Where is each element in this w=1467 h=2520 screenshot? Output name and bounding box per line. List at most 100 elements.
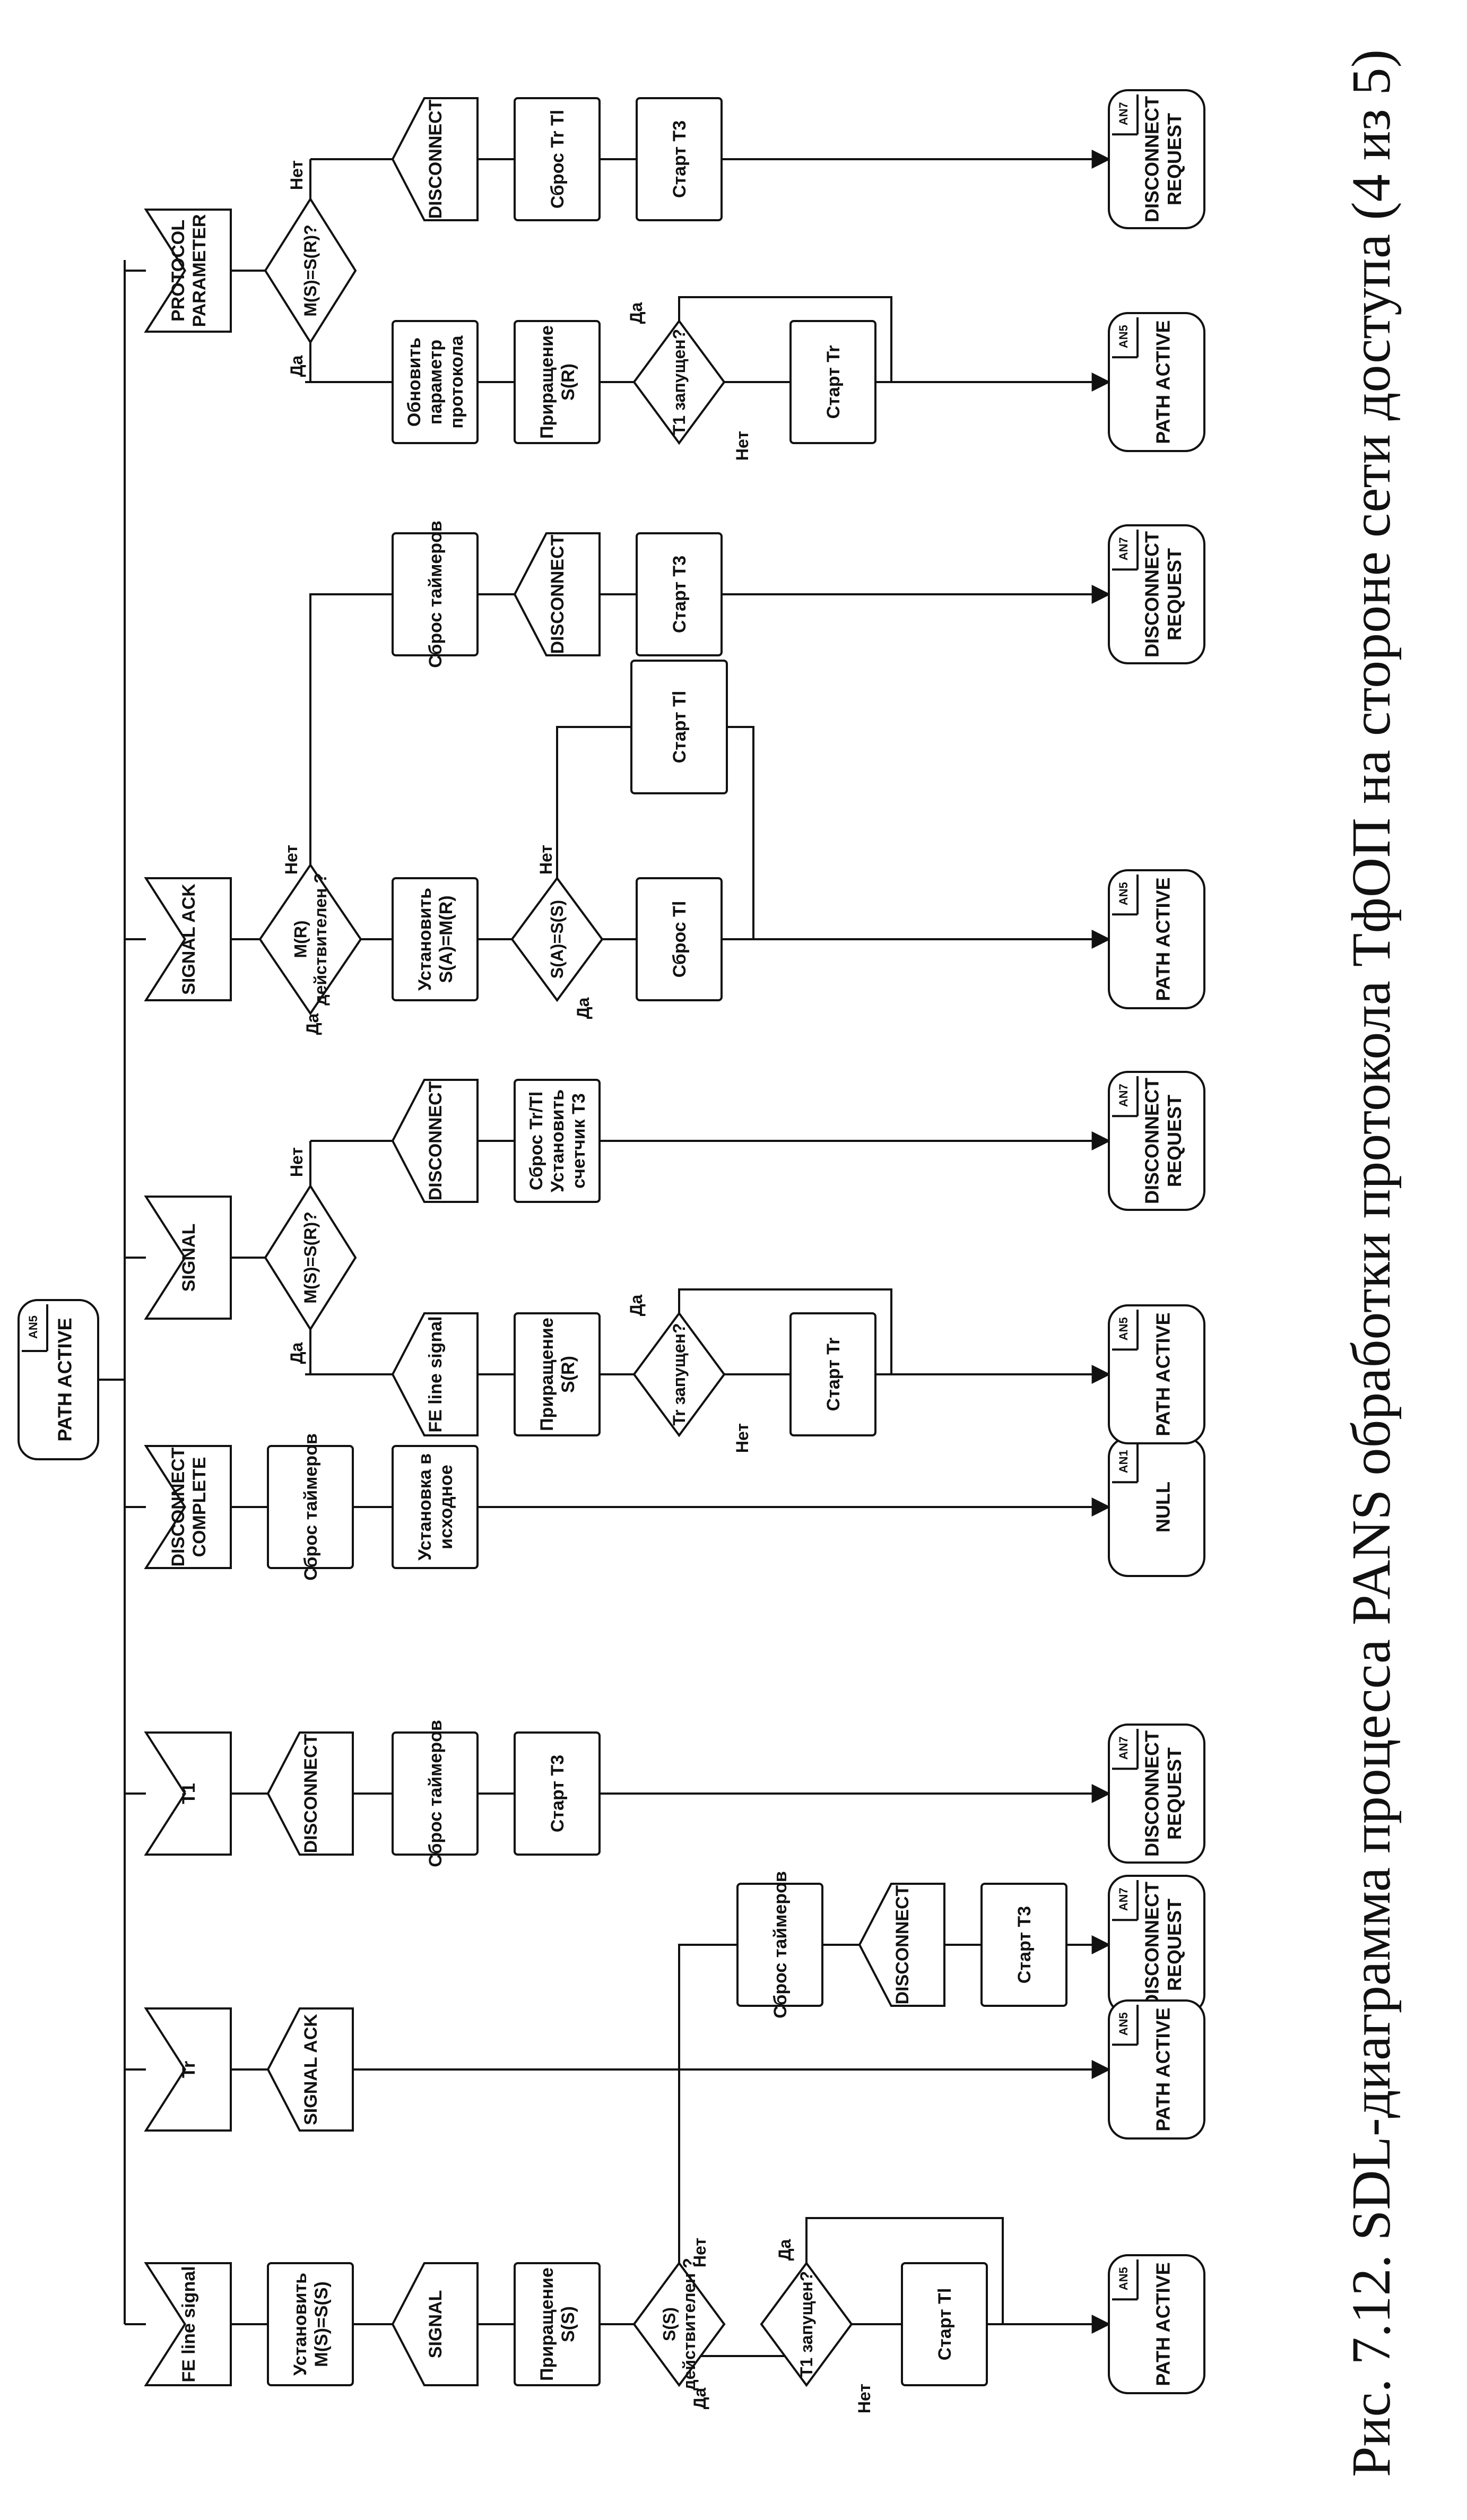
b7-no-step1-label: Сброс Tr Tl	[548, 110, 568, 209]
b7-no-step2-label: Старт Т3	[670, 120, 690, 198]
b1-set-ms-label: УстановитьM(S)=S(S)	[290, 2273, 332, 2376]
b6-disconnect: DISCONNECT	[513, 532, 601, 656]
b6-dec2-no: Нет	[536, 845, 555, 874]
b5-yes-step0: FE line signal	[391, 1312, 479, 1436]
start-state-label: PATH ACTIVE	[54, 1318, 76, 1441]
b1-inc-ss-label: ПриращениеS(S)	[537, 2267, 578, 2381]
b6-input: SIGNAL ACK	[144, 877, 232, 1001]
b1-dec1-no: Нет	[690, 2238, 709, 2267]
b6-reset-tl: Сброс Тl	[636, 877, 723, 1001]
b1-dec2-no: Нет	[855, 2384, 874, 2413]
b6-end-path-label: PATH ACTIVE	[1152, 877, 1174, 1001]
b7-dec2-step: Старт Tr	[789, 320, 876, 444]
figure-caption: Рис. 7.12. SDL-диаграмма процесса PANS о…	[1316, 49, 1427, 2476]
b6-reset-tl-label: Сброс Тl	[670, 901, 690, 978]
b6-end-disconnect: AN7 DISCONNECTREQUEST	[1108, 524, 1205, 664]
b7-end-yes-code: AN5	[1117, 325, 1130, 348]
b5-input: SIGNAL	[144, 1196, 232, 1320]
b1-dec1-yes: Да	[690, 2388, 709, 2410]
b7-dec2-yes: Да	[627, 302, 646, 324]
b5-dec2-no: Нет	[733, 1423, 752, 1453]
b5-no-step0: DISCONNECT	[391, 1079, 479, 1203]
b7-dec2-label: Т1 запущен?	[670, 329, 689, 435]
b6-end-disconnect-label: DISCONNECTREQUEST	[1141, 531, 1185, 657]
b1-dec-valid: S(S)действителен ?	[632, 2258, 726, 2391]
b6-end-disconnect-code: AN7	[1117, 537, 1130, 560]
b7-end-no-code: AN7	[1117, 102, 1130, 125]
b6-reset-timers-label: Сброс таймеров	[426, 521, 446, 668]
b7-yes-step0-label: Обновитьпараметрпротокола	[404, 335, 467, 428]
b7-dec1-no: Нет	[287, 160, 306, 190]
b6-dec1: M(R)действителен ?	[258, 863, 362, 1016]
b6-set-sa-label: УстановитьS(A)=M(R)	[415, 888, 456, 991]
b7-yes-step1-label: ПриращениеS(R)	[537, 325, 578, 439]
b1-signal: SIGNAL	[391, 2262, 479, 2386]
b6-end-path-code: AN5	[1117, 882, 1130, 905]
b2-input-label: Tr	[179, 2061, 199, 2078]
b1-dec2-yes: Да	[775, 2239, 794, 2261]
b4-set-initial-label: Установка висходное	[415, 1453, 456, 1561]
b6-dec1-label: M(R)действителен ?	[291, 873, 330, 1006]
b5-input-label: SIGNAL	[179, 1224, 199, 1292]
b6-dec2: S(A)=S(S)	[510, 876, 604, 1002]
connector-lines	[98, 150, 1111, 2385]
b7-no-step2: Старт Т3	[636, 97, 723, 221]
b7-no-step1: Сброс Tr Tl	[514, 97, 601, 221]
b5-yes-step1: ПриращениеS(R)	[514, 1312, 601, 1436]
b4-input-label: DISCONNECTCOMPLETE	[168, 1447, 210, 1566]
b5-dec2-yes: Да	[627, 1295, 646, 1317]
b7-dec2-step-label: Старт Tr	[823, 345, 844, 419]
b1-disconnect-label: DISCONNECT	[892, 1885, 913, 2004]
b1-reset-timers-label: Сброс таймеров	[770, 1871, 791, 2019]
b3-start-t3: Старт Т3	[514, 1731, 601, 1856]
b6-start-t3: Старт Т3	[636, 532, 723, 656]
b7-end-yes-label: PATH ACTIVE	[1152, 320, 1174, 444]
b1-dec-t1-label: Т1 запущен?	[797, 2271, 816, 2377]
b6-dec1-no: Нет	[282, 845, 301, 874]
b4-input: DISCONNECTCOMPLETE	[144, 1445, 232, 1569]
b7-end-yes: AN5 PATH ACTIVE	[1108, 312, 1205, 452]
b5-no-step1-label: Сброс Tr/TlУстановитьсчетчик Т3	[526, 1089, 589, 1192]
b5-dec1: M(S)=S(R)?	[264, 1184, 357, 1331]
b6-disconnect-label: DISCONNECT	[548, 534, 568, 654]
b3-input-label: T1	[179, 1783, 199, 1804]
b1-start-tl: Старт Тl	[901, 2262, 988, 2386]
b1-reset-timers: Сброс таймеров	[736, 1871, 823, 2019]
b5-dec1-yes: Да	[287, 1343, 306, 1364]
b5-no-step1: Сброс Tr/TlУстановитьсчетчик Т3	[514, 1079, 601, 1203]
b7-dec1: M(S)=S(R)?	[264, 197, 357, 344]
b1-signal-label: SIGNAL	[426, 2290, 446, 2358]
b1-end-path-label: PATH ACTIVE	[1152, 2262, 1174, 2386]
b6-end-path: AN5 PATH ACTIVE	[1108, 869, 1205, 1009]
b7-input: PROTOCOLPARAMETER	[144, 209, 232, 333]
b6-dec2-label: S(A)=S(S)	[548, 900, 567, 978]
b6-dec2-yes: Да	[574, 998, 593, 1019]
b6-dec1-yes: Да	[303, 1014, 322, 1035]
b2-input: Tr	[144, 2007, 232, 2132]
start-state: AN5 PATH ACTIVE	[18, 1299, 99, 1460]
b7-yes-step1: ПриращениеS(R)	[514, 320, 601, 444]
b3-end-disconnect-code: AN7	[1117, 1736, 1130, 1760]
b5-yes-step0-label: FE line signal	[426, 1316, 446, 1432]
b7-input-label: PROTOCOLPARAMETER	[168, 214, 210, 327]
b1-input: FE line signal	[144, 2262, 232, 2386]
b1-start-tl-label: Старт Тl	[935, 2288, 955, 2361]
b5-yes-step1-label: ПриращениеS(R)	[537, 1318, 578, 1431]
b1-dec-valid-label: S(S)действителен ?	[659, 2258, 699, 2391]
b5-dec1-no: Нет	[287, 1147, 306, 1177]
b5-end-yes-label: PATH ACTIVE	[1152, 1312, 1174, 1436]
b3-reset-timers-label: Сброс таймеров	[426, 1720, 446, 1867]
b3-disconnect: DISCONNECT	[266, 1731, 354, 1856]
b1-set-ms: УстановитьM(S)=S(S)	[267, 2262, 354, 2386]
b5-end-no-label: DISCONNECTREQUEST	[1141, 1078, 1185, 1204]
b1-start-t3: Старт Т3	[980, 1883, 1067, 2007]
start-state-code: AN5	[27, 1315, 40, 1339]
b6-start-tl: Старт Тl	[630, 660, 728, 794]
b3-start-t3-label: Старт Т3	[548, 1755, 568, 1832]
b7-dec1-yes: Да	[287, 356, 306, 377]
b6-start-tl-label: Старт Тl	[670, 691, 690, 764]
